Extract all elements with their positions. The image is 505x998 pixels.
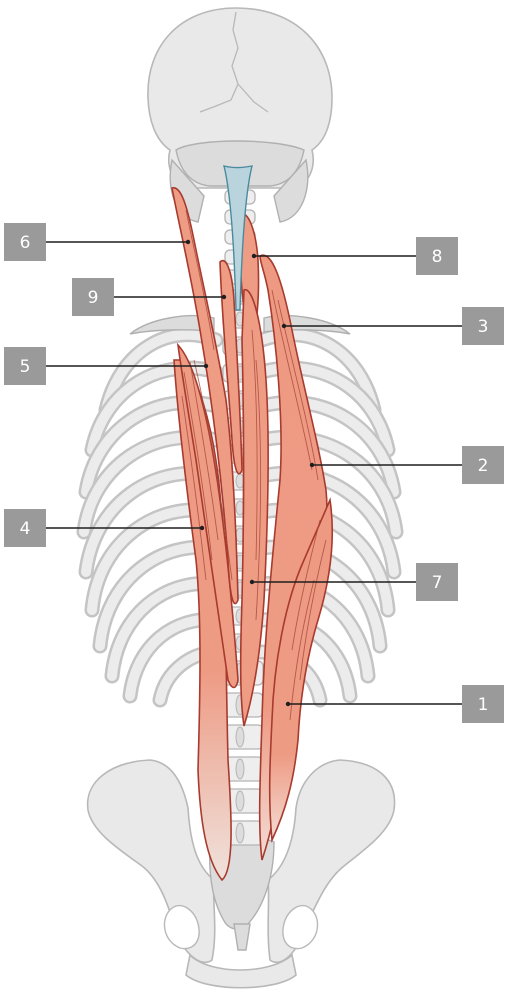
- label-text-1: 1: [478, 695, 489, 715]
- spinous-process: [236, 474, 244, 488]
- label-text-9: 9: [88, 288, 99, 308]
- skeleton: [84, 8, 396, 988]
- leader-dot-4: [200, 526, 204, 530]
- label-text-6: 6: [20, 233, 31, 253]
- leader-dot-1: [286, 702, 290, 706]
- label-text-4: 4: [20, 519, 31, 539]
- spinous-process: [236, 823, 244, 843]
- spinous-process: [236, 727, 244, 747]
- label-6: 6: [4, 223, 190, 261]
- label-8: 8: [252, 237, 458, 275]
- label-text-7: 7: [432, 573, 443, 593]
- spinous-process: [236, 791, 244, 811]
- leader-dot-3: [282, 324, 286, 328]
- label-text-3: 3: [478, 317, 489, 337]
- label-text-8: 8: [432, 247, 443, 267]
- leader-dot-2: [310, 463, 314, 467]
- leader-dot-7: [250, 580, 254, 584]
- leader-dot-5: [204, 364, 208, 368]
- spinous-process: [236, 759, 244, 779]
- label-text-5: 5: [20, 357, 31, 377]
- label-text-2: 2: [478, 456, 489, 476]
- leader-dot-9: [222, 295, 226, 299]
- leader-dot-6: [186, 240, 190, 244]
- coccyx: [234, 924, 250, 950]
- leader-dot-8: [252, 254, 256, 258]
